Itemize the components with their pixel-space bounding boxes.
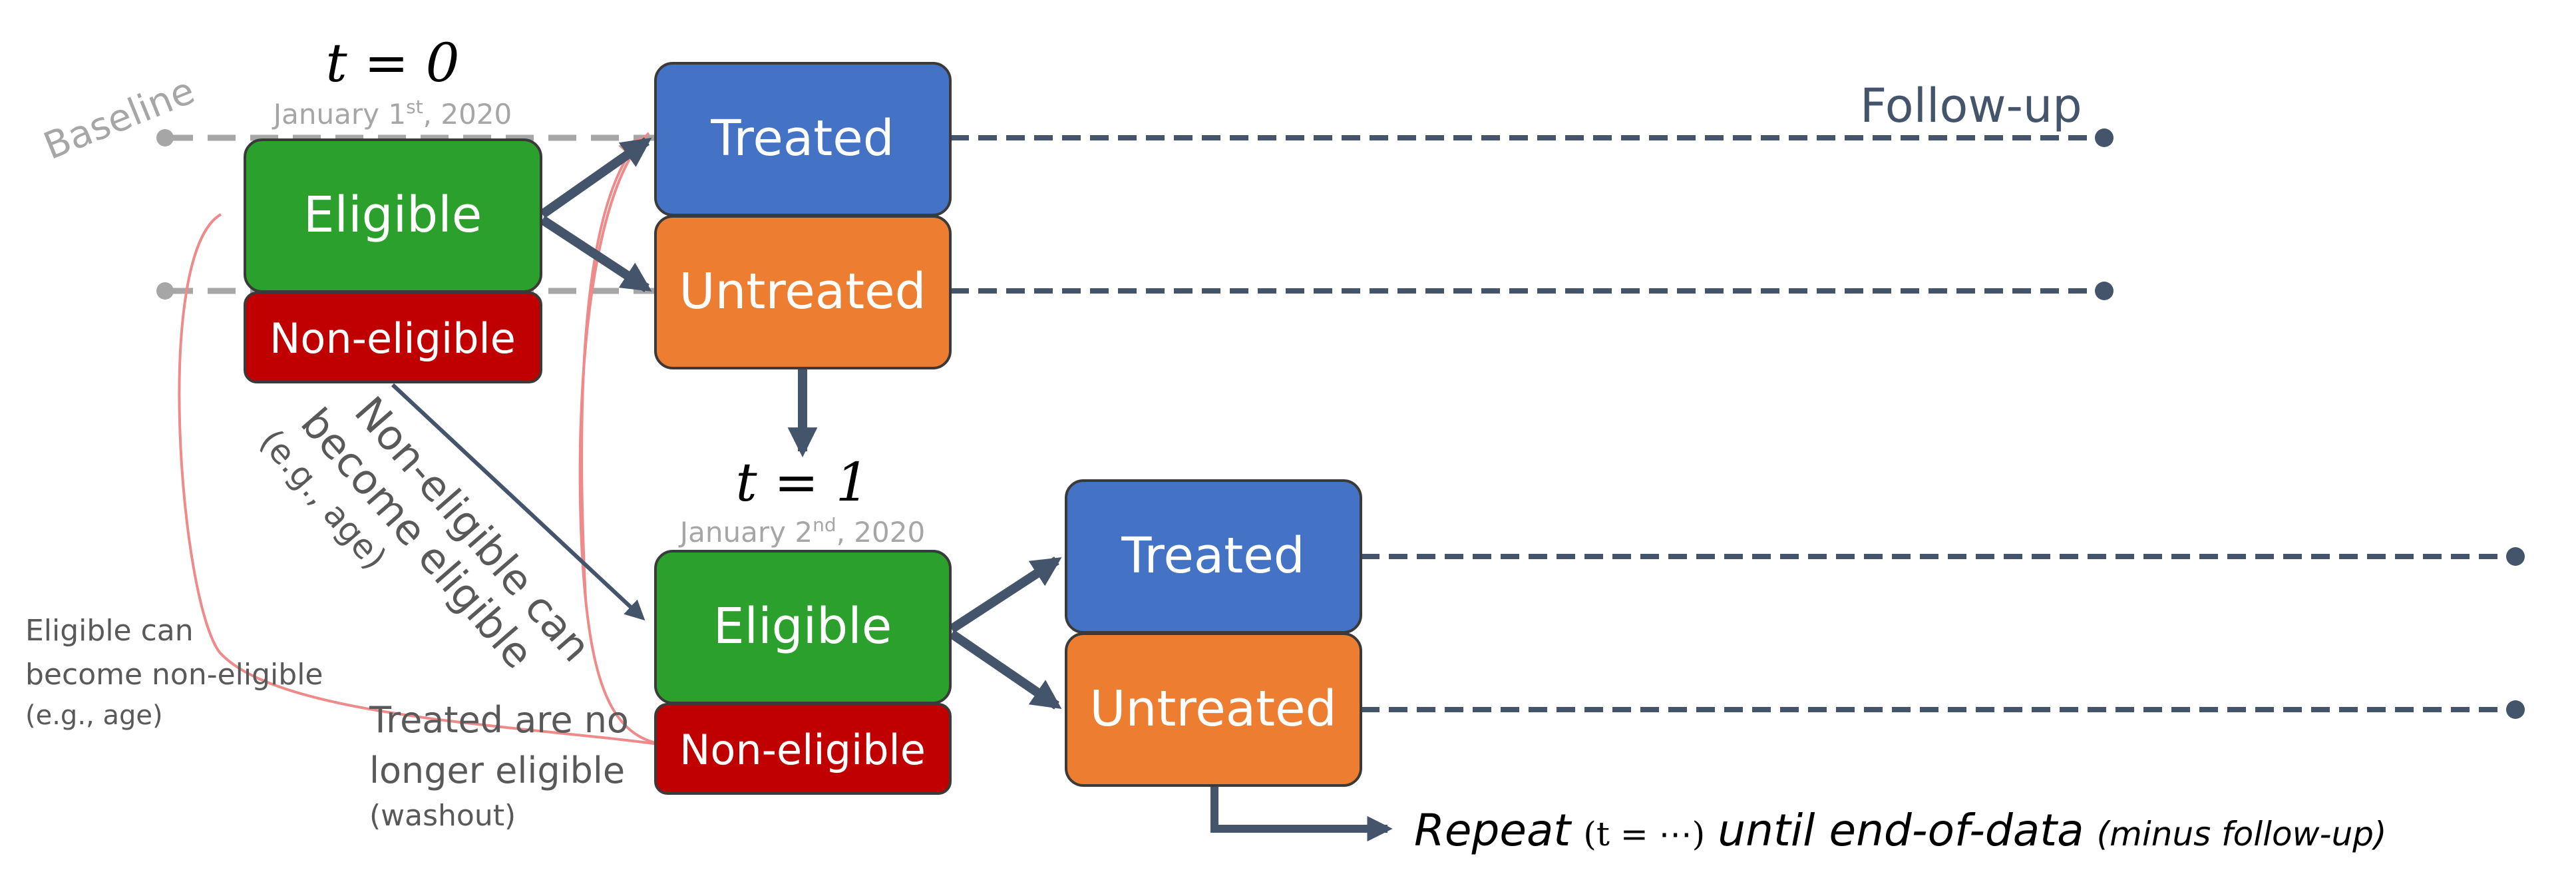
box-eligible-t1: Eligible — [654, 550, 952, 704]
eligible-to-noneligible-curve — [178, 213, 684, 756]
baseline-label: Baseline — [38, 69, 200, 168]
box-untreated-t0: Untreated — [654, 215, 952, 369]
treated-washout-curve-head — [580, 136, 644, 600]
followup-dot-untreated-t0 — [2095, 282, 2114, 300]
date-tail-t1: , 2020 — [836, 516, 926, 549]
repeat-paren: (t = ⋯) — [1583, 815, 1705, 853]
repeat-minus: (minus follow-up) — [2097, 815, 2387, 853]
box-treated-t1: Treated — [1065, 479, 1362, 634]
followup-dot-treated-t0 — [2095, 128, 2114, 147]
box-treated-t1-label: Treated — [1121, 527, 1305, 584]
arrow-eligible-to-treated-t0 — [539, 137, 652, 218]
arrow-noneligible-to-eligible-t1 — [391, 383, 645, 621]
repeat-text: Repeat (t = ⋯) until end-of-data (minus … — [1414, 805, 2387, 856]
date-main-t0: January 1 — [272, 98, 406, 130]
repeat-until: until end-of-data — [1718, 805, 2084, 856]
box-non-eligible-t0-label: Non-eligible — [270, 314, 516, 363]
date-label-t1: January 2nd, 2020 — [678, 514, 925, 549]
box-untreated-t0-label: Untreated — [679, 263, 926, 320]
box-eligible-t0-label: Eligible — [303, 186, 482, 244]
box-non-eligible-t0: Non-eligible — [244, 292, 542, 383]
treated-washout-curve — [578, 132, 673, 747]
time-label-t1: t = 1 — [736, 451, 870, 513]
followup-lines-t0 — [950, 128, 2114, 300]
box-untreated-t1-label: Untreated — [1089, 680, 1336, 738]
arrow-eligible-to-untreated-t1 — [949, 630, 1062, 710]
annotation-eligible-become-non-eligible: Eligible can become non-eligible (e.g., … — [25, 614, 323, 731]
date-tail-t0: , 2020 — [423, 98, 512, 130]
annotation-eligible-line3: (e.g., age) — [25, 700, 163, 731]
followup-lines-t1 — [1361, 547, 2525, 719]
box-eligible-t1-label: Eligible — [713, 598, 892, 655]
annotation-treated-line1: Treated are no — [369, 699, 629, 741]
annotation-treated-line3: (washout) — [369, 799, 516, 833]
annotation-eligible-line1: Eligible can — [25, 614, 194, 648]
annotation-treated-washout: Treated are no longer eligible (washout) — [369, 699, 629, 833]
annotation-eligible-line2: become non-eligible — [25, 658, 323, 692]
annotation-treated-line2: longer eligible — [369, 750, 625, 791]
baseline-dot-bottom — [156, 282, 174, 300]
date-label-t0: January 1st, 2020 — [272, 96, 512, 130]
arrow-eligible-to-untreated-t0 — [540, 216, 652, 292]
followup-dot-untreated-t1 — [2506, 700, 2525, 719]
followup-label: Follow-up — [1860, 79, 2082, 133]
box-eligible-t0: Eligible — [244, 138, 542, 293]
baseline-lines — [156, 129, 655, 300]
box-treated-t0: Treated — [654, 62, 952, 216]
time-label-t0: t = 0 — [326, 32, 460, 94]
date-sup-t0: st — [406, 96, 423, 118]
arrow-eligible-to-treated-t1 — [949, 556, 1062, 633]
box-non-eligible-t1: Non-eligible — [654, 703, 952, 795]
date-main-t1: January 2 — [678, 516, 813, 549]
followup-dot-treated-t1 — [2506, 547, 2525, 566]
arrow-repeat — [1210, 785, 1393, 842]
date-sup-t1: nd — [813, 514, 836, 536]
box-untreated-t1: Untreated — [1065, 632, 1362, 787]
box-treated-t0-label: Treated — [710, 110, 894, 167]
baseline-dot-top — [156, 129, 174, 146]
repeat-word: Repeat — [1414, 805, 1572, 856]
box-non-eligible-t1-label: Non-eligible — [679, 726, 926, 774]
